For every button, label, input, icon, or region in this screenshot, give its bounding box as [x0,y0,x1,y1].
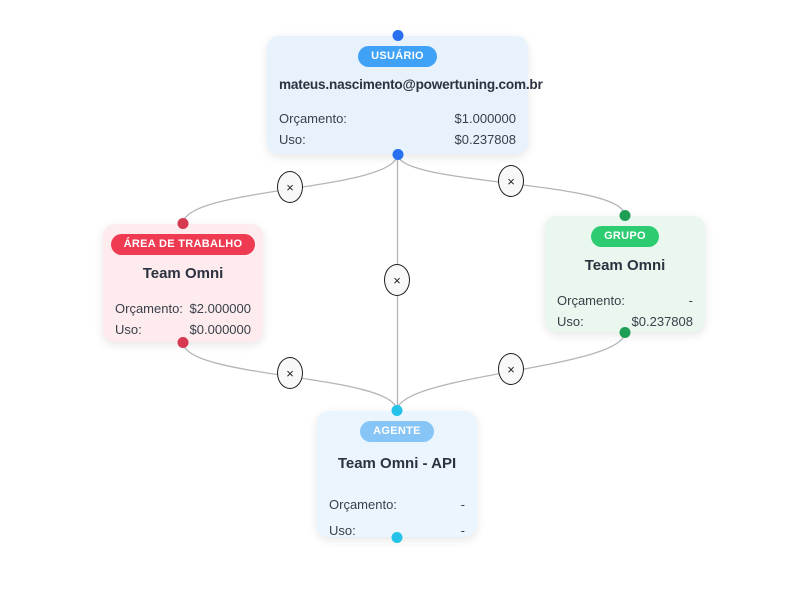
edge-delete-button-usuario-area[interactable]: × [277,171,303,203]
node-grupo[interactable]: GRUPO Team Omni Orçamento: - Uso: $0.237… [545,210,705,338]
usage-label: Uso: [279,132,306,147]
usage-label: Uso: [329,523,356,538]
node-grupo-handle-bottom[interactable] [619,327,631,338]
node-usuario-handle-bottom[interactable] [392,149,403,160]
node-usuario[interactable]: USUÁRIO mateus.nascimento@powertuning.co… [267,30,543,160]
edge-delete-button-grupo-agente[interactable]: × [498,353,524,385]
usage-row: Uso: $0.237808 [557,311,693,332]
usage-value: $0.000000 [189,322,251,337]
budget-value: - [460,497,465,512]
edge-delete-button-usuario-agente[interactable]: × [384,264,410,296]
budget-label: Orçamento: [557,293,625,308]
usage-label: Uso: [115,322,142,337]
budget-value: $2.000000 [189,301,251,316]
edge-delete-button-usuario-grupo[interactable]: × [498,165,524,197]
node-agente-handle-bottom[interactable] [391,532,403,543]
usage-row: Uso: - [329,518,465,544]
budget-label: Orçamento: [279,111,347,126]
edge-delete-button-area-agente[interactable]: × [277,357,303,389]
node-title: Team Omni - API [337,455,457,472]
usage-value: - [460,523,465,538]
usage-value: $0.237808 [454,132,516,147]
node-area-de-trabalho-handle-bottom[interactable] [177,337,189,348]
budget-value: - [688,293,693,308]
budget-row: Orçamento: - [557,290,693,311]
node-type-badge: GRUPO [591,226,659,247]
node-agente-handle-top[interactable] [391,405,403,416]
budget-row: Orçamento: - [329,492,465,518]
usage-row: Uso: $0.000000 [115,319,251,340]
node-area-de-trabalho-handle-top[interactable] [177,218,189,229]
budget-value: $1.000000 [454,111,516,126]
node-grupo-handle-top[interactable] [619,210,631,221]
node-type-badge: ÁREA DE TRABALHO [110,234,256,255]
node-usuario-handle-top[interactable] [392,30,403,41]
budget-row: Orçamento: $2.000000 [115,298,251,319]
budget-label: Orçamento: [329,497,397,512]
usage-value: $0.237808 [631,314,693,329]
usage-row: Uso: $0.237808 [279,129,516,150]
usage-label: Uso: [557,314,584,329]
budget-label: Orçamento: [115,301,183,316]
budget-row: Orçamento: $1.000000 [279,108,516,129]
node-type-badge: USUÁRIO [358,46,437,67]
node-title: Team Omni [142,265,224,282]
node-area-de-trabalho[interactable]: ÁREA DE TRABALHO Team Omni Orçamento: $2… [103,218,263,348]
node-title: mateus.nascimento@powertuning.com.br [279,77,543,92]
node-type-badge: AGENTE [360,421,434,442]
node-agente[interactable]: AGENTE Team Omni - API Orçamento: - Uso:… [317,405,477,543]
node-title: Team Omni [584,257,666,274]
